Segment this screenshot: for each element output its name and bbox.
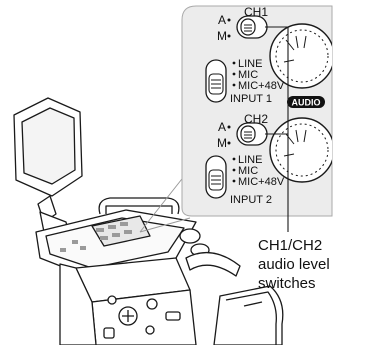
ch1-mode-m-label: M [217, 29, 227, 43]
ch1-mode-a-label: A [218, 13, 226, 27]
audio-badge: AUDIO [287, 96, 325, 108]
ch2-channel-label: CH2 [244, 112, 268, 126]
input2-option-mic48: MIC+48V [238, 176, 285, 188]
ch1-channel-label: CH1 [244, 5, 268, 19]
input2-selector-switch[interactable] [206, 156, 226, 198]
callout-line-3: switches [258, 274, 382, 293]
input2-label: INPUT 2 [230, 194, 272, 206]
switch-callout-label: CH1/CH2 audio level switches [258, 236, 382, 293]
ch1-level-dial [270, 24, 334, 88]
input1-label: INPUT 1 [230, 93, 272, 105]
ch1-audio-level-switch[interactable] [237, 16, 267, 38]
audio-badge-label: AUDIO [292, 98, 321, 108]
callout-line-2: audio level [258, 255, 382, 274]
input1-option-mic48: MIC+48V [238, 80, 285, 92]
ch2-mode-m-label: M [217, 136, 227, 150]
callout-line-1: CH1/CH2 [258, 236, 382, 255]
input1-selector-switch[interactable] [206, 60, 226, 102]
ch2-mode-a-label: A [218, 120, 226, 134]
ch2-level-dial [270, 118, 334, 182]
ch2-audio-level-switch[interactable] [237, 123, 267, 145]
